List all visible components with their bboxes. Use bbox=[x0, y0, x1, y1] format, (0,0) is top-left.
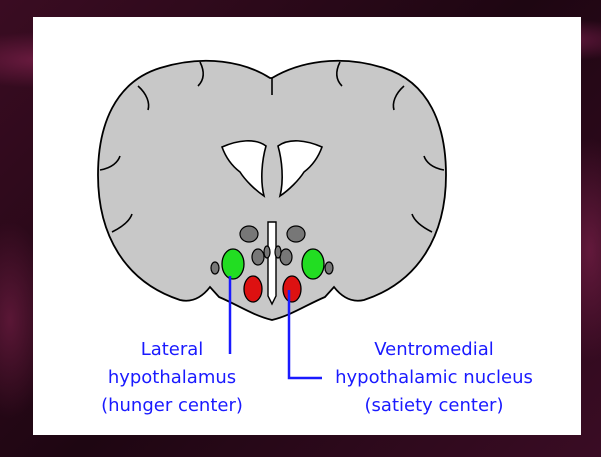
lateral-label-line3: (hunger center) bbox=[101, 395, 243, 416]
left-lateral-hypothalamus bbox=[222, 249, 244, 279]
lateral-label-line1: Lateral bbox=[141, 339, 204, 360]
lateral-label: Lateral hypothalamus (hunger center) bbox=[101, 339, 243, 416]
left-ventromedial-nucleus bbox=[244, 276, 262, 302]
lateral-label-line2: hypothalamus bbox=[108, 367, 236, 388]
right-lateral-hypothalamus bbox=[302, 249, 324, 279]
right-ventromedial-nucleus bbox=[283, 276, 301, 302]
ventromedial-label-line2: hypothalamic nucleus bbox=[335, 367, 533, 388]
third-ventricle bbox=[268, 222, 276, 304]
ventromedial-label-line3: (satiety center) bbox=[365, 395, 504, 416]
ventromedial-label: Ventromedial hypothalamic nucleus (satie… bbox=[335, 339, 533, 416]
ventromedial-label-line1: Ventromedial bbox=[374, 339, 494, 360]
